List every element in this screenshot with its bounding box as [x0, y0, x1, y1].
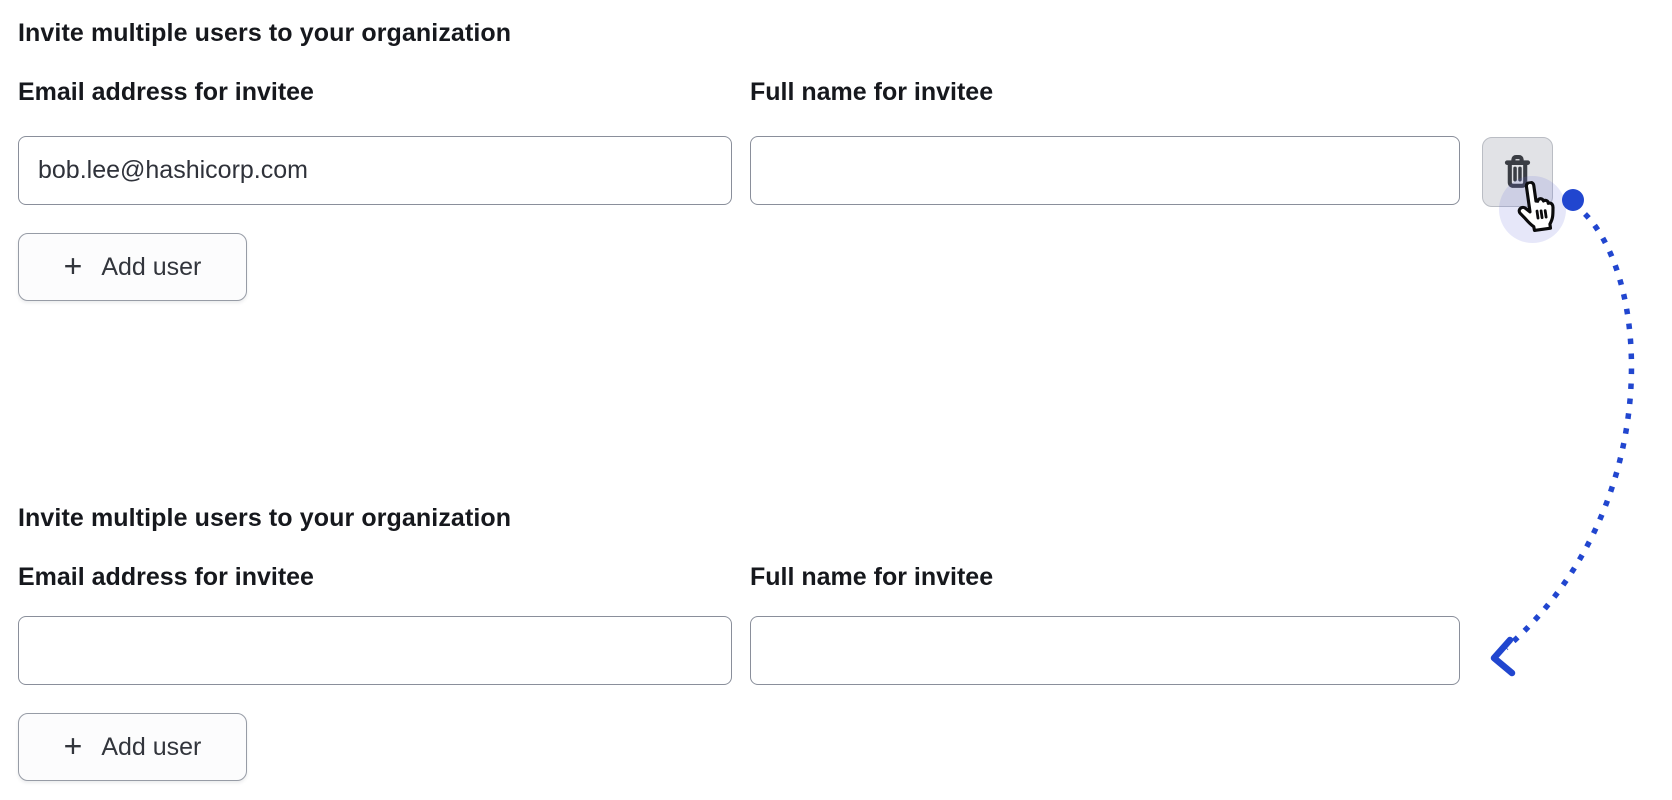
fullname-input-after[interactable]: [750, 616, 1460, 685]
add-user-button-after[interactable]: + Add user: [18, 713, 247, 781]
plus-icon: +: [63, 727, 83, 764]
add-user-label: Add user: [101, 732, 202, 761]
section-heading-before: Invite multiple users to your organizati…: [18, 19, 512, 47]
add-user-label: Add user: [101, 252, 202, 281]
annotation-arrowhead: [1490, 636, 1516, 677]
email-label-before: Email address for invitee: [18, 78, 314, 106]
fullname-input-before[interactable]: [750, 136, 1460, 205]
email-input-before[interactable]: [18, 136, 732, 205]
plus-icon: +: [63, 247, 83, 284]
email-input-after[interactable]: [18, 616, 732, 685]
fullname-label-after: Full name for invitee: [750, 563, 994, 591]
section-heading-after: Invite multiple users to your organizati…: [18, 504, 512, 532]
annotation-arrow-curve: [1504, 212, 1635, 651]
add-user-button-before[interactable]: + Add user: [18, 233, 247, 301]
trash-icon: [1500, 154, 1535, 191]
cursor-pointer-icon: [1508, 178, 1561, 236]
fullname-label-before: Full name for invitee: [750, 78, 994, 106]
email-label-after: Email address for invitee: [18, 563, 314, 591]
delete-row-button[interactable]: [1482, 137, 1553, 207]
